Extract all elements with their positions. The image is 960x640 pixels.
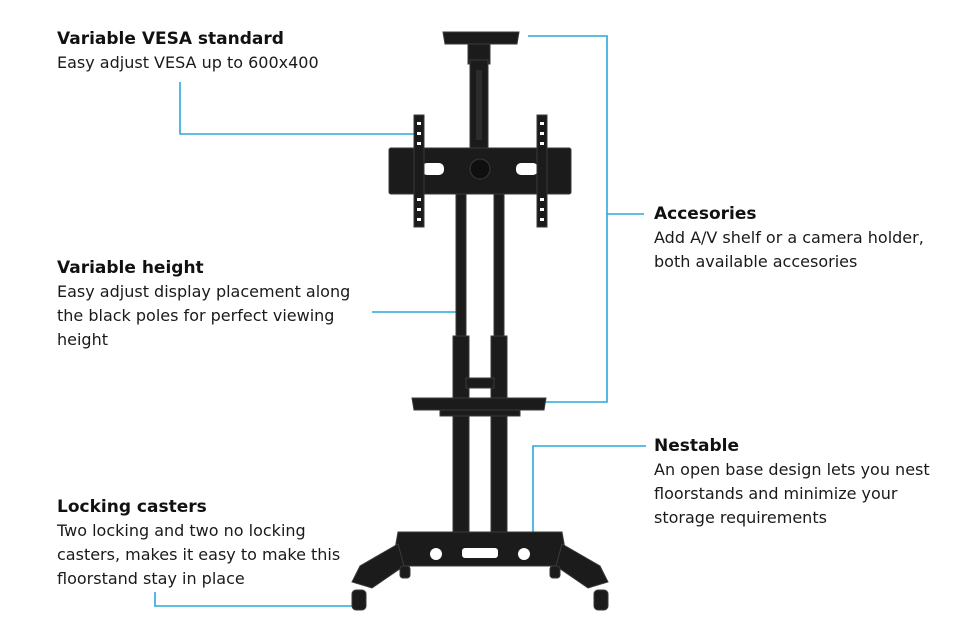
pole-left (455, 193, 467, 345)
callout-nestable: Nestable An open base design lets you ne… (654, 434, 930, 530)
callout-nestable-line: floorstands and minimize your (654, 484, 898, 503)
callout-vesa: Variable VESA standard Easy adjust VESA … (57, 27, 319, 75)
callout-vesa-title: Variable VESA standard (57, 29, 284, 49)
caster-rear-left (399, 565, 411, 579)
callout-height-line: the black poles for perfect viewing (57, 306, 335, 325)
callout-accessories: Accesories Add A/V shelf or a camera hol… (654, 202, 924, 274)
callout-height-title: Variable height (57, 258, 204, 278)
av-shelf (411, 397, 547, 411)
callout-height: Variable height Easy adjust display plac… (57, 256, 350, 352)
callout-vesa-line: Easy adjust VESA up to 600x400 (57, 53, 319, 72)
pole-sleeve-left (452, 335, 470, 537)
callout-nestable-line: An open base design lets you nest (654, 460, 930, 479)
leader-line-casters (154, 592, 352, 607)
callout-nestable-title: Nestable (654, 436, 739, 456)
pole-right (493, 193, 505, 345)
vesa-bracket-right (536, 114, 548, 228)
leader-line-vesa (179, 82, 418, 135)
leader-line-accessories (528, 35, 608, 403)
callout-nestable-line: storage requirements (654, 508, 827, 527)
caster-front-right (593, 589, 609, 611)
callout-casters-line: Two locking and two no locking (57, 521, 306, 540)
callout-casters: Locking casters Two locking and two no l… (57, 495, 340, 591)
callout-casters-title: Locking casters (57, 497, 207, 517)
callout-casters-line: floorstand stay in place (57, 569, 245, 588)
pole-sleeve-right (490, 335, 508, 537)
callout-casters-line: casters, makes it easy to make this (57, 545, 341, 564)
caster-rear-right (549, 565, 561, 579)
caster-front-left (351, 589, 367, 611)
callout-height-line: height (57, 330, 108, 349)
base-leg-left (351, 543, 405, 589)
floorstand (351, 31, 609, 611)
leader-line-nestable (532, 445, 646, 540)
camera-shelf (442, 31, 520, 45)
vesa-bracket-left (413, 114, 425, 228)
callout-accessories-line: both available accesories (654, 252, 858, 271)
callout-height-line: Easy adjust display placement along (57, 282, 351, 301)
callout-accessories-line: Add A/V shelf or a camera holder, (654, 228, 924, 247)
base-leg-right (555, 543, 609, 589)
callout-accessories-title: Accesories (654, 204, 757, 224)
